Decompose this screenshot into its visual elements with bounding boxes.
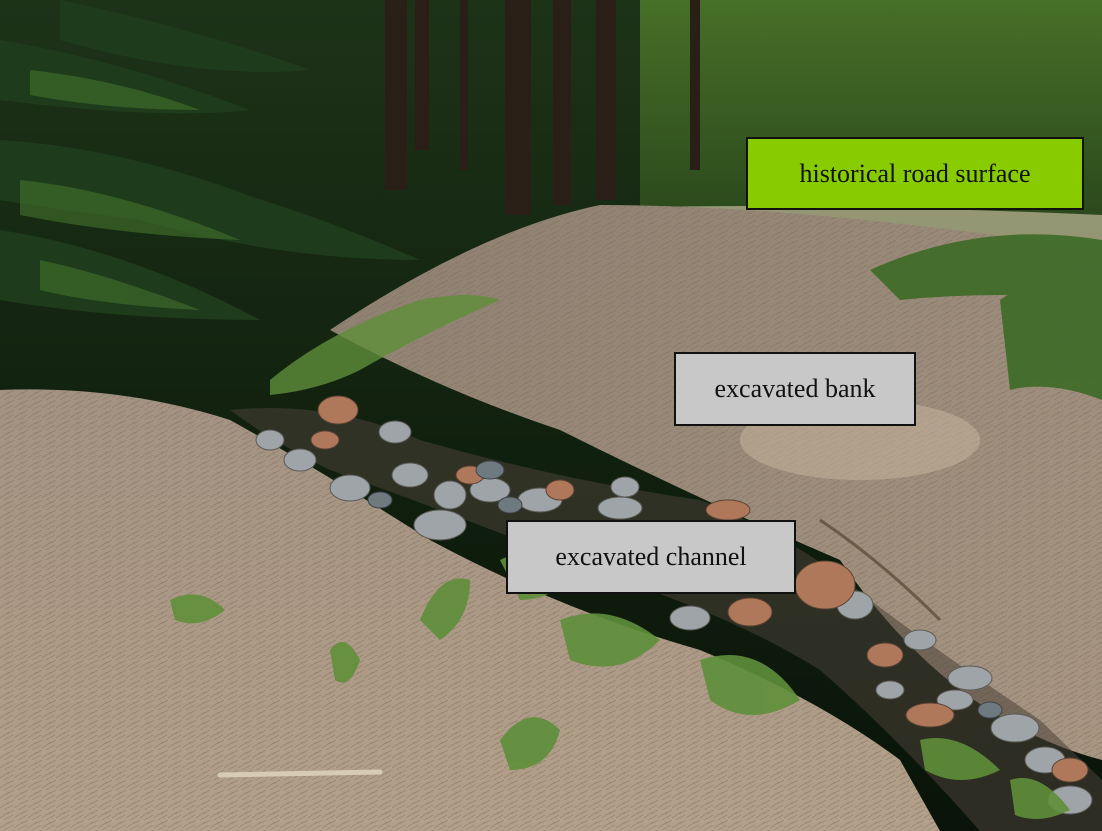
label-excavated-bank: excavated bank [674,352,916,426]
channel-shadow [230,408,1102,831]
label-channel-text: excavated channel [555,542,747,571]
label-bank-text: excavated bank [714,374,876,403]
conifer-boughs [0,0,420,320]
twig [819,518,942,622]
fallen-stick [217,769,383,778]
label-historical-road-surface: historical road surface [746,137,1084,210]
overhanging-bough [870,234,1102,400]
tree-trunks [385,0,700,215]
conifer-highlights [20,70,240,310]
bank-grass [270,295,500,395]
label-excavated-channel: excavated channel [506,520,796,594]
label-road-text: historical road surface [799,158,1031,188]
channel-rocks [255,395,1093,815]
